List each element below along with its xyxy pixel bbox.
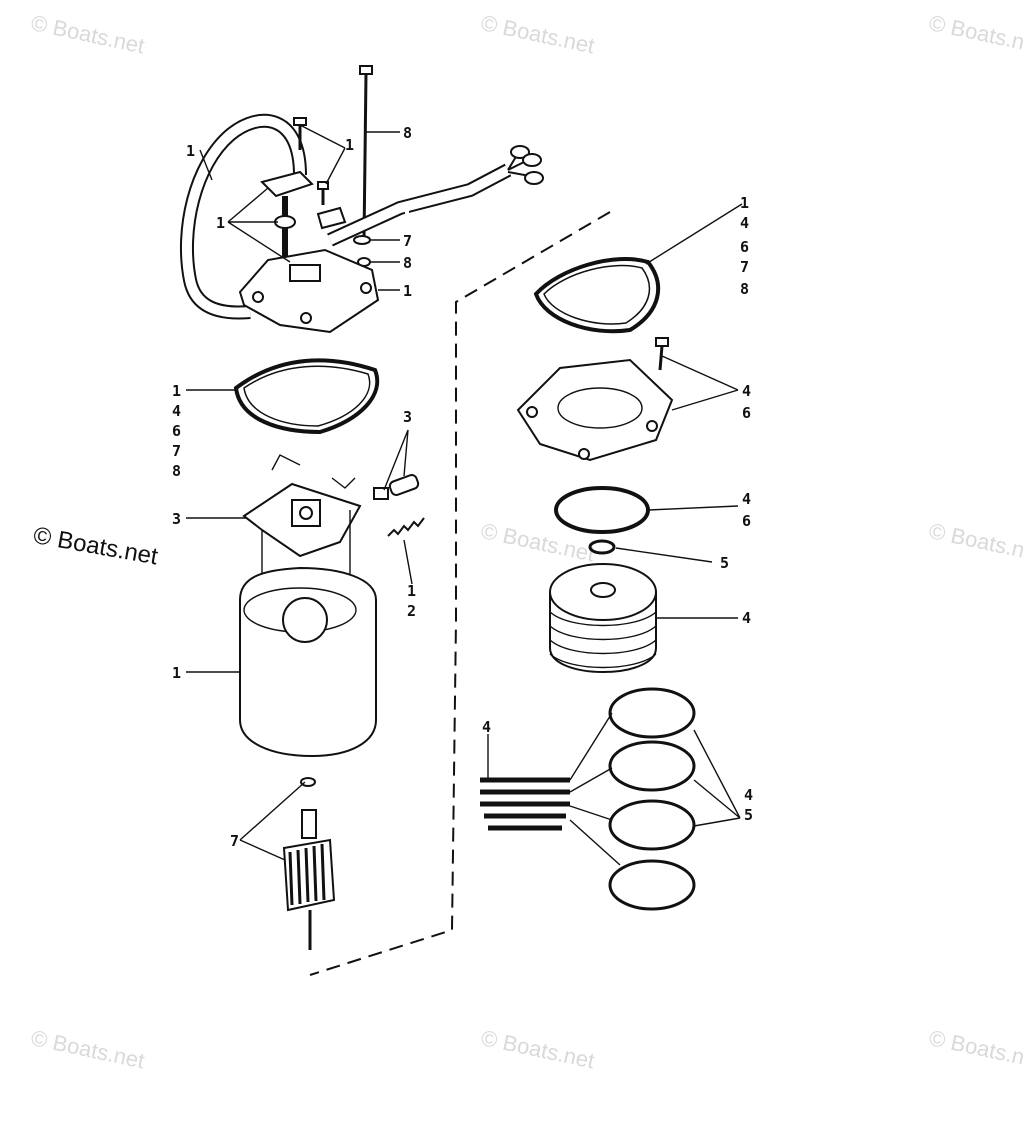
spring-stack [480, 777, 570, 831]
callout-5: 5 [720, 554, 729, 572]
callout-gasket-left-7: 7 [172, 442, 181, 460]
leader-cover [661, 355, 739, 411]
callout-cover-4: 4 [742, 382, 751, 400]
o-ring-2 [608, 740, 696, 792]
callout-8: 8 [403, 254, 412, 272]
gasket-right [533, 257, 661, 334]
callout-gasket-right-8: 8 [740, 280, 749, 298]
leader-oring-a [647, 505, 739, 511]
callout-1: 1 [186, 142, 195, 160]
pump-body [549, 563, 657, 673]
callout-3: 3 [172, 510, 181, 528]
small-screw [317, 181, 329, 205]
leader-7-armature [239, 781, 306, 861]
callout-gasket-left-6: 6 [172, 422, 181, 440]
o-ring-4 [608, 859, 696, 911]
callout-orings-4: 4 [744, 786, 753, 804]
callout-cover-6: 6 [742, 404, 751, 422]
leader-gasket-right [645, 203, 743, 265]
leader-oring-b [615, 547, 713, 563]
leader-1-screws [299, 124, 346, 185]
callout-orings-5: 5 [744, 806, 753, 824]
callout-oring-a-6: 6 [742, 512, 751, 530]
o-ring-1 [608, 687, 696, 739]
washer-7 [353, 235, 371, 245]
brush [373, 487, 389, 500]
callout-gasket-right-7: 7 [740, 258, 749, 276]
o-ring-small [588, 539, 616, 555]
callout-1: 1 [216, 214, 225, 232]
callout-1: 1 [172, 664, 181, 682]
callout-7: 7 [230, 832, 239, 850]
wire-clamp [316, 206, 347, 230]
callout-3: 3 [403, 408, 412, 426]
callout-gasket-left-8: 8 [172, 462, 181, 480]
callout-gasket-right-4: 4 [740, 214, 749, 232]
callout-gasket-left-4: 4 [172, 402, 181, 420]
brush-holder [388, 474, 420, 496]
brush-plate [242, 454, 362, 590]
o-ring-large [554, 486, 650, 534]
leader-3-brush [383, 429, 409, 491]
callout-gasket-right-6: 6 [740, 238, 749, 256]
callout-spring-1: 1 [407, 582, 416, 600]
motor-housing [239, 566, 377, 758]
long-bolt [359, 65, 373, 241]
spring [387, 517, 425, 537]
leader-1-harness [199, 149, 213, 181]
callout-4: 4 [742, 609, 751, 627]
armature [282, 777, 336, 950]
callout-spring-2: 2 [407, 602, 416, 620]
leader-spring [403, 539, 413, 585]
wire-harness-inner [182, 115, 305, 318]
callout-gasket-right-1: 1 [740, 194, 749, 212]
callout-1: 1 [345, 136, 354, 154]
assembly-dashed-line [309, 211, 611, 976]
leader-orings [569, 712, 741, 866]
callout-gasket-left-1: 1 [172, 382, 181, 400]
callout-oring-a-4: 4 [742, 490, 751, 508]
gasket-left [233, 358, 380, 435]
pump-cover [516, 337, 674, 462]
callout-4: 4 [482, 718, 491, 736]
bracket-plate [260, 170, 314, 198]
o-ring-3 [608, 799, 696, 851]
callout-1: 1 [403, 282, 412, 300]
callout-7: 7 [403, 232, 412, 250]
leader-1-bracket [227, 187, 291, 263]
callout-8: 8 [403, 124, 412, 142]
